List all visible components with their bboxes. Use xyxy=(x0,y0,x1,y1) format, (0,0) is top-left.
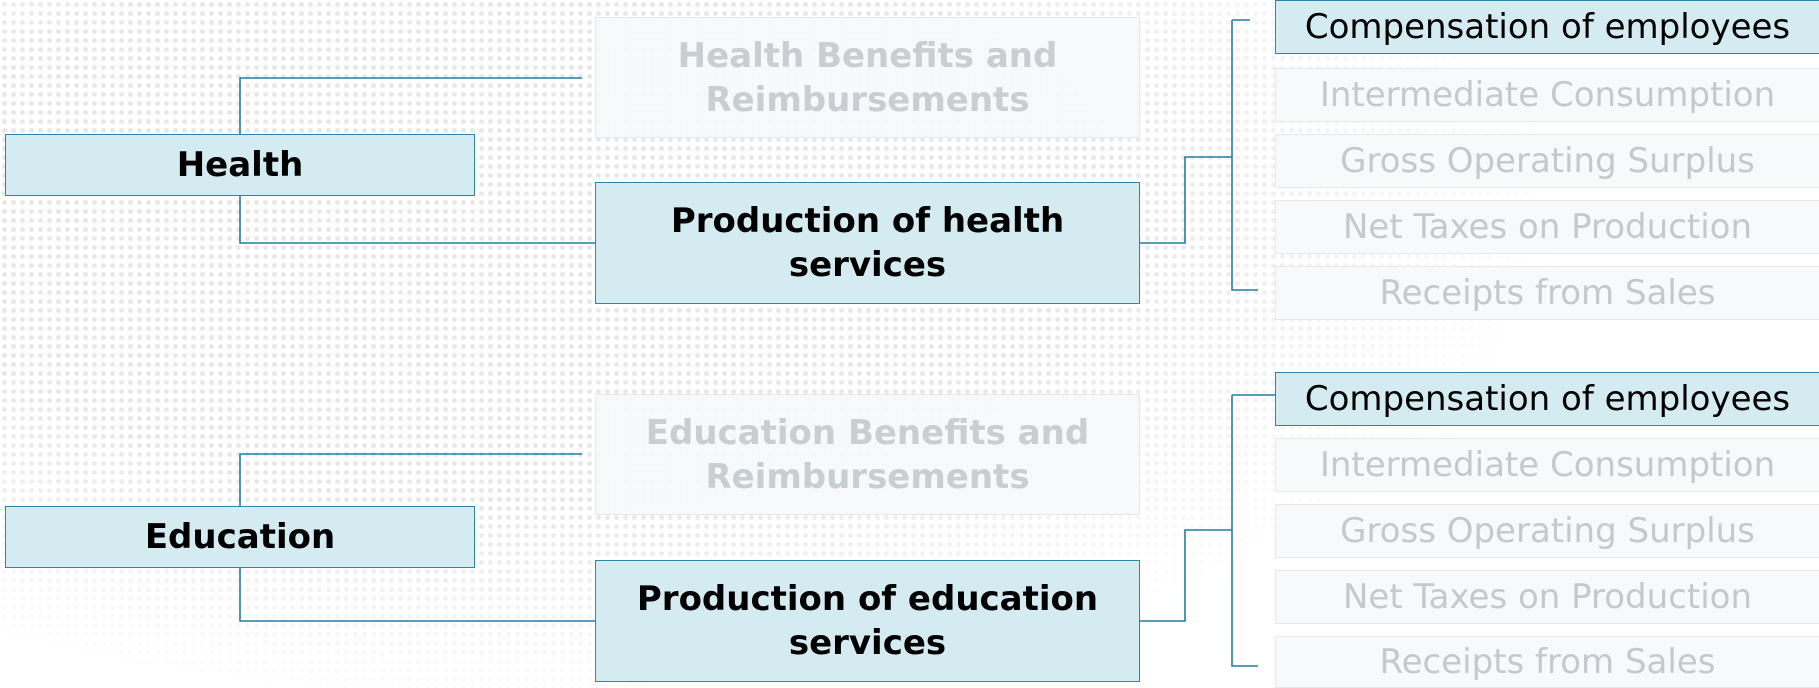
category-health-label: Health xyxy=(176,145,304,185)
education-component-intermediate[interactable]: Intermediate Consumption xyxy=(1275,438,1819,492)
education-component-label: Gross Operating Surplus xyxy=(1340,511,1755,551)
education-benefits-node[interactable]: Education Benefits and Reimbursements xyxy=(595,394,1140,515)
education-production-label: Production of education services xyxy=(636,579,1099,663)
health-component-label: Net Taxes on Production xyxy=(1342,207,1753,247)
health-component-surplus[interactable]: Gross Operating Surplus xyxy=(1275,134,1819,188)
connector-education-production xyxy=(239,568,595,622)
education-production-node[interactable]: Production of education services xyxy=(595,560,1140,682)
connector-education-components xyxy=(1140,394,1275,667)
connector-health-production xyxy=(239,196,595,244)
education-component-label: Net Taxes on Production xyxy=(1342,577,1753,617)
health-component-taxes[interactable]: Net Taxes on Production xyxy=(1275,200,1819,254)
education-component-label: Compensation of employees xyxy=(1304,379,1791,419)
education-component-label: Intermediate Consumption xyxy=(1319,445,1776,485)
education-component-receipts[interactable]: Receipts from Sales xyxy=(1275,636,1819,688)
health-benefits-label: Health Benefits and Reimbursements xyxy=(677,35,1058,120)
health-production-label: Production of health services xyxy=(670,201,1065,285)
category-education-label: Education xyxy=(144,517,336,557)
connector-health-benefits xyxy=(239,77,582,136)
category-education[interactable]: Education xyxy=(5,506,475,568)
health-component-receipts[interactable]: Receipts from Sales xyxy=(1275,266,1819,320)
health-benefits-node[interactable]: Health Benefits and Reimbursements xyxy=(595,17,1140,138)
connector-health-components xyxy=(1140,19,1258,291)
category-health[interactable]: Health xyxy=(5,134,475,196)
health-component-compensation[interactable]: Compensation of employees xyxy=(1275,0,1819,54)
education-component-taxes[interactable]: Net Taxes on Production xyxy=(1275,570,1819,624)
connector-education-benefits xyxy=(239,453,582,507)
health-component-label: Compensation of employees xyxy=(1304,7,1791,47)
education-benefits-label: Education Benefits and Reimbursements xyxy=(645,412,1090,497)
health-component-label: Intermediate Consumption xyxy=(1319,75,1776,115)
health-component-label: Receipts from Sales xyxy=(1379,273,1716,313)
education-component-compensation[interactable]: Compensation of employees xyxy=(1275,372,1819,426)
health-component-intermediate[interactable]: Intermediate Consumption xyxy=(1275,68,1819,122)
health-component-label: Gross Operating Surplus xyxy=(1340,141,1755,181)
education-component-label: Receipts from Sales xyxy=(1379,642,1716,682)
health-production-node[interactable]: Production of health services xyxy=(595,182,1140,304)
education-component-surplus[interactable]: Gross Operating Surplus xyxy=(1275,504,1819,558)
